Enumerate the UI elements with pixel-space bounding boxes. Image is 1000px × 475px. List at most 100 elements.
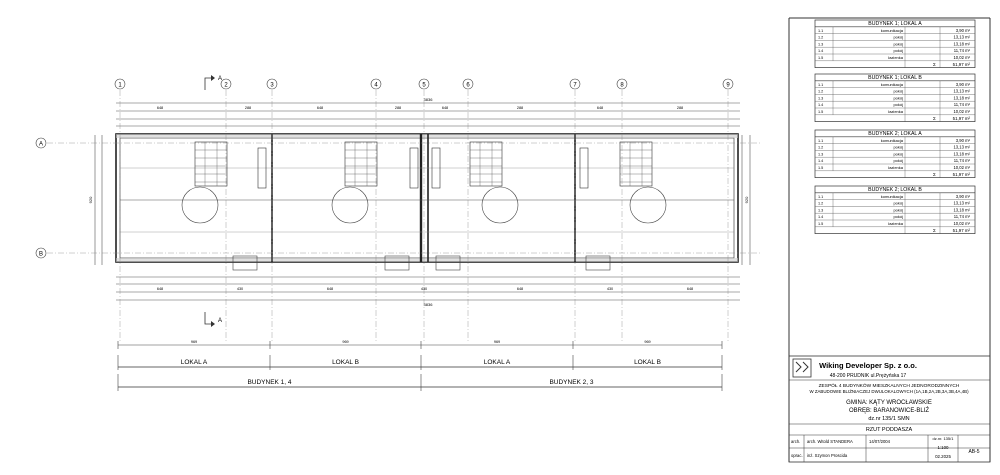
staircase-3 <box>469 141 503 187</box>
sheet-name: RZUT PODDASZA <box>866 427 913 433</box>
table-title: BUDYNEK 1; LOKAL A <box>868 21 922 27</box>
dim-bottom-value: 430 <box>607 287 613 291</box>
drawing-number: AB-5 <box>968 449 979 455</box>
room-name: pokój <box>893 89 903 94</box>
row1-name: arch. Witold STANDERA <box>807 439 853 444</box>
sum-symbol: Σ <box>933 116 936 121</box>
dim-bottom-value: 648 <box>327 287 333 291</box>
row1-date: 14/07/2004 <box>869 439 891 444</box>
room-name: pokój <box>893 158 903 163</box>
row-number: 1.4 <box>818 103 823 107</box>
table-total: 51,97 m² <box>953 116 971 121</box>
lokal-dim: 969 <box>342 340 348 344</box>
room-area: 10,02 m² <box>953 109 970 114</box>
room-name: łazienka <box>888 55 903 60</box>
dim-top-value: 648 <box>442 106 448 110</box>
dim-bottom-value: 648 <box>517 287 523 291</box>
dim-top-value: 648 <box>317 106 323 110</box>
room-area: 3,90 m² <box>956 28 971 33</box>
room-name: łazienka <box>888 109 903 114</box>
row-number: 1.5 <box>818 110 823 114</box>
row-number: 1.1 <box>818 29 823 33</box>
dim-top-value: 288 <box>245 106 251 110</box>
lokal-dim: 969 <box>644 340 650 344</box>
building-outline <box>115 133 739 263</box>
lokal-label: LOKAL B <box>634 359 661 366</box>
sum-symbol: Σ <box>933 228 936 233</box>
room-area: 11,74 m² <box>954 102 971 107</box>
room-area: 3,90 m² <box>956 138 971 143</box>
section-mark-top: A <box>204 75 222 90</box>
dim-bottom-value: 648 <box>687 287 693 291</box>
sum-symbol: Σ <box>933 62 936 67</box>
hall-circle-3 <box>481 186 519 224</box>
scale-value: 1:100 <box>938 445 950 450</box>
axis-number-6: 6 <box>466 83 470 89</box>
dimension-total-bottom: 3836 <box>424 302 434 307</box>
room-area: 13,18 m² <box>953 95 970 100</box>
table-row: 1.5 łazienka 10,02 m² <box>818 109 971 114</box>
lokal-dim: 969 <box>191 340 197 344</box>
room-area: 13,13 m² <box>953 201 970 206</box>
table-total: 51,97 m² <box>953 172 971 177</box>
room-name: komunikacja <box>881 194 904 199</box>
lokal-label: LOKAL B <box>332 359 359 366</box>
dim-top-value: 288 <box>517 106 523 110</box>
lokal-dim: 969 <box>494 340 500 344</box>
dim-bottom-value: 430 <box>237 287 243 291</box>
room-area: 13,13 m² <box>953 89 970 94</box>
staircase-4 <box>619 141 653 187</box>
section-mark-bottom: A <box>204 312 222 327</box>
room-name: pokój <box>893 214 903 219</box>
axis-number-4: 4 <box>374 83 378 89</box>
lokal-dimensions: 969 969 969 969 <box>117 340 723 349</box>
room-area: 13,13 m² <box>953 35 970 40</box>
room-name: komunikacja <box>881 138 904 143</box>
row-number: 1.3 <box>818 152 823 156</box>
table-title: BUDYNEK 2; LOKAL A <box>868 131 922 137</box>
room-area: 3,90 m² <box>956 82 971 87</box>
axis-number-1: 1 <box>118 83 122 89</box>
room-area: 10,02 m² <box>953 55 970 60</box>
table-total: 51,97 m² <box>953 228 971 233</box>
room-area: 13,18 m² <box>953 151 970 156</box>
room-name: pokój <box>893 145 903 150</box>
room-name: komunikacja <box>881 82 904 87</box>
sum-symbol: Σ <box>933 172 936 177</box>
dimension-total-top: 3836 <box>424 97 434 102</box>
row2-role: oprac. <box>791 453 803 458</box>
hall-circle-4 <box>629 186 667 224</box>
dz-small: dz.nr. 135/1 <box>933 436 955 441</box>
dim-bottom-value: 430 <box>421 287 427 291</box>
room-name: pokój <box>893 95 903 100</box>
company-logo <box>792 358 812 378</box>
title-block: Wiking Developer Sp. z o.o. 48-200 PRUDN… <box>788 355 991 463</box>
hall-circle-1 <box>181 186 219 224</box>
room-area: 3,90 m² <box>956 194 971 199</box>
axis-letter-A: A <box>39 141 43 147</box>
room-name: pokój <box>893 41 903 46</box>
room-name: pokój <box>893 207 903 212</box>
room-name: łazienka <box>888 165 903 170</box>
room-area: 11,74 m² <box>954 214 971 219</box>
axis-number-3: 3 <box>270 83 274 89</box>
axis-number-2: 2 <box>224 83 228 89</box>
